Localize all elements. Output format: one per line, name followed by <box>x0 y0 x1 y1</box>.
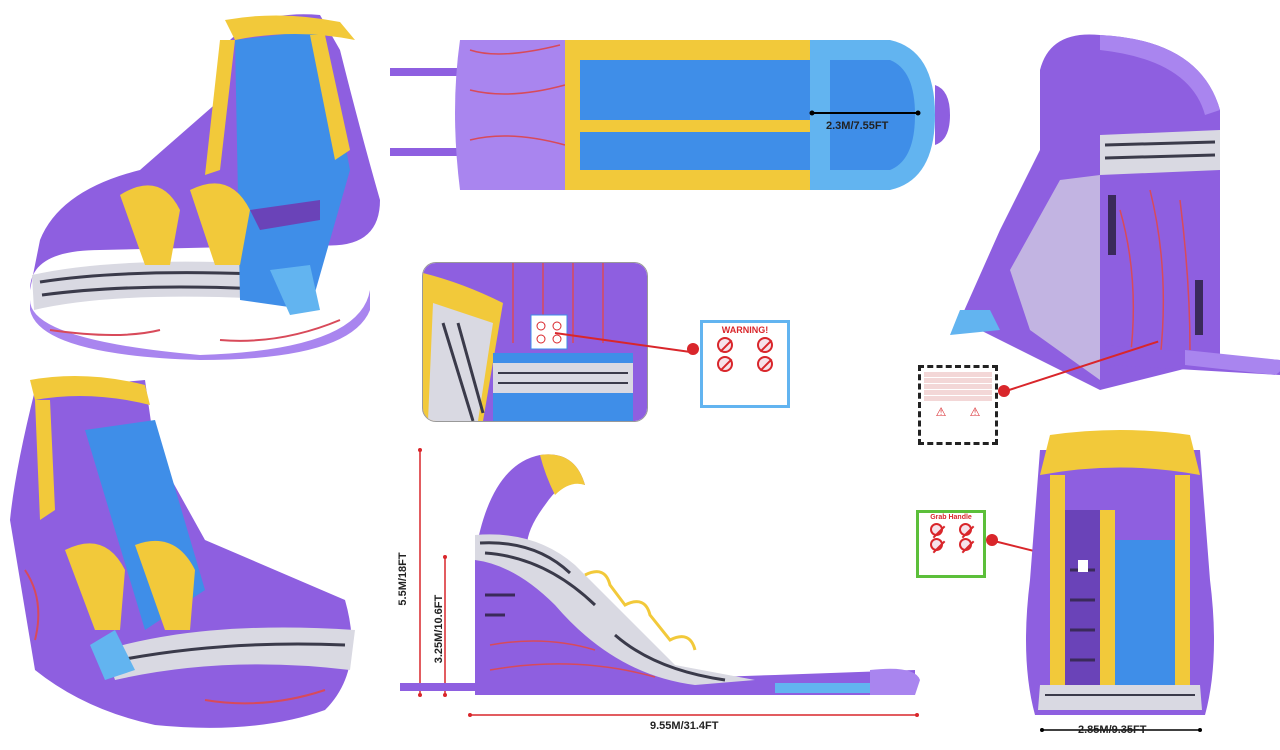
slide-view-side: 5.5M/18FT 3.25M/10.6FT 9.55M/31.4FT <box>395 445 935 732</box>
callout-dot-warning <box>687 343 699 355</box>
no-jumping-icon <box>952 523 979 536</box>
slide-illustration-side <box>400 448 920 717</box>
warning-card: WARNING! <box>700 320 790 408</box>
slide-feet-first-icon <box>707 337 744 353</box>
warning-triangle-icon: ⚠ <box>935 405 947 419</box>
grab-handle-card: Grab Handle <box>916 510 986 578</box>
warning-card-title: WARNING! <box>721 325 769 335</box>
slide-view-perspective-left-top <box>20 10 390 360</box>
no-pushing-icon <box>923 538 950 551</box>
slide-illustration-perspective-a <box>30 14 380 360</box>
no-flip-icon <box>952 538 979 551</box>
slide-view-top: 2.3M/7.55FT <box>390 30 960 200</box>
slide-illustration-top <box>390 40 950 190</box>
slide-illustration-perspective-b <box>10 376 355 728</box>
callout-dot-blower <box>998 385 1010 397</box>
dimension-label-width-top: 2.3M/7.55FT <box>826 120 889 132</box>
dimension-label-height-total: 5.5M/18FT <box>397 552 409 606</box>
no-flip-icon <box>707 356 744 372</box>
no-pushing-icon <box>747 337 784 353</box>
no-glasses-icon <box>747 356 784 372</box>
grab-handle-card-title: Grab Handle <box>930 514 972 521</box>
dimension-label-height-platform: 3.25M/10.6FT <box>433 594 445 664</box>
dimension-label-length: 9.55M/31.4FT <box>650 720 719 732</box>
slide-view-perspective-left-bottom <box>5 370 365 735</box>
electric-hazard-icon: ⚠ <box>969 405 981 419</box>
hold-handle-icon <box>923 523 950 536</box>
slide-view-back <box>940 30 1280 390</box>
blower-card-body: ⚠ ⚠ <box>921 368 995 422</box>
detail-inset-warning <box>422 262 648 422</box>
warning-card-icons <box>703 335 787 374</box>
blower-card: ⚠ ⚠ <box>918 365 998 445</box>
dimension-label-width-front: 2.85M/9.35FT <box>1078 724 1147 736</box>
detail-inset-illustration <box>423 263 647 421</box>
slide-illustration-front <box>1026 430 1214 732</box>
slide-view-front: 2.85M/9.35FT <box>1020 430 1220 740</box>
grab-handle-card-icons <box>919 521 983 553</box>
callout-dot-grab-handle <box>986 534 998 546</box>
slide-illustration-back <box>950 34 1280 390</box>
